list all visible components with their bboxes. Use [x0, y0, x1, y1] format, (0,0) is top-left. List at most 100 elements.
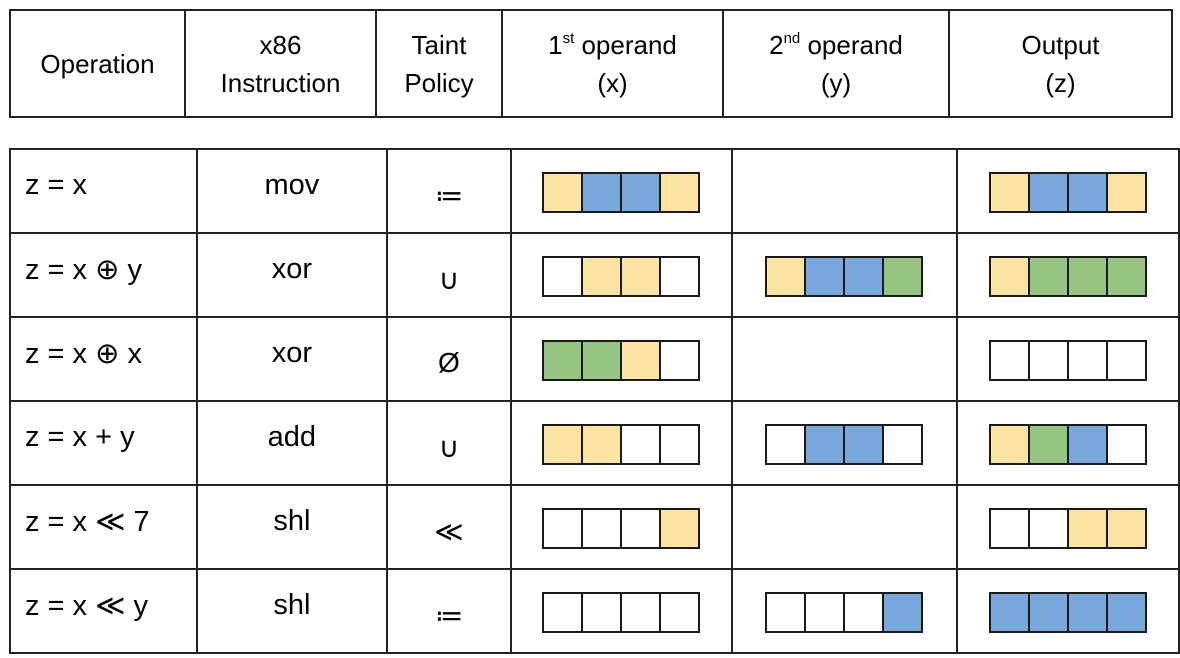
taint-byte — [581, 425, 621, 463]
op-cell: z = x ≪ 7 — [8, 484, 199, 570]
taint-byte — [659, 593, 699, 631]
header-policy: Taint Policy — [375, 9, 503, 118]
x-taint-bytes — [542, 423, 701, 465]
x-taint-bytes — [542, 339, 701, 381]
second-operand-ordinal: 2 — [769, 29, 784, 60]
taint-byte — [1105, 257, 1145, 295]
header-first-operand: 1st operand (x) — [501, 9, 724, 118]
first-operand-ordinal: 1 — [548, 29, 563, 60]
taint-byte — [990, 341, 1028, 379]
op-cell: z = x — [8, 148, 199, 234]
z-operand-cell — [955, 232, 1180, 318]
taint-byte — [1105, 509, 1145, 547]
instr-cell: xor — [196, 232, 388, 318]
taint-byte — [804, 257, 844, 295]
taint-byte — [767, 425, 805, 463]
second-operand-ordinal-suffix: nd — [783, 29, 801, 47]
policy-text: ≔ — [434, 599, 463, 631]
taint-byte — [882, 425, 922, 463]
table-row: z = x ≪ 7 shl ≪ — [8, 484, 1180, 570]
taint-byte — [544, 173, 582, 211]
op-cell: z = x ≪ y — [8, 568, 199, 654]
taint-byte — [1105, 341, 1145, 379]
op-text: z = x ≪ 7 — [25, 505, 150, 538]
header-operation-label: Operation — [40, 48, 155, 79]
header-output-line2: (z) — [1045, 67, 1076, 98]
taint-byte — [1027, 173, 1067, 211]
z-operand-cell — [955, 400, 1180, 486]
header-row: Operation x86 Instruction Taint Policy 1… — [9, 9, 1173, 118]
policy-cell: ≔ — [385, 568, 513, 654]
x-operand-cell — [510, 316, 733, 402]
x-operand-cell — [510, 400, 733, 486]
taint-byte — [990, 173, 1028, 211]
taint-byte — [1066, 173, 1106, 211]
taint-byte — [544, 257, 582, 295]
z-operand-cell — [955, 568, 1180, 654]
taint-byte — [1105, 593, 1145, 631]
x-operand-cell — [510, 232, 733, 318]
taint-byte — [1105, 173, 1145, 211]
instr-cell: shl — [196, 484, 388, 570]
taint-byte — [990, 425, 1028, 463]
instr-text: mov — [264, 168, 320, 201]
header-table: Operation x86 Instruction Taint Policy 1… — [9, 9, 1173, 118]
taint-byte — [1027, 341, 1067, 379]
table-row: z = x ⊕ y xor ∪ — [8, 232, 1180, 318]
instr-cell: xor — [196, 316, 388, 402]
policy-text: Ø — [438, 347, 460, 378]
header-second-operand: 2nd operand (y) — [722, 9, 950, 118]
header-second-operand-line1: 2nd operand — [724, 26, 948, 64]
taint-byte — [1027, 257, 1067, 295]
taint-byte — [843, 425, 883, 463]
y-operand-cell — [730, 232, 958, 318]
header-operation: Operation — [9, 9, 186, 118]
policy-text: ≪ — [434, 515, 464, 547]
x-operand-cell — [510, 568, 733, 654]
table-row: z = x ⊕ x xor Ø — [8, 316, 1180, 402]
op-text: z = x ⊕ x — [25, 337, 142, 370]
z-operand-cell — [955, 148, 1180, 234]
instr-cell: add — [196, 400, 388, 486]
op-cell: z = x ⊕ y — [8, 232, 199, 318]
header-instruction: x86 Instruction — [184, 9, 377, 118]
taint-byte — [1066, 509, 1106, 547]
policy-cell: ≔ — [385, 148, 513, 234]
taint-byte — [620, 593, 660, 631]
taint-byte — [1066, 593, 1106, 631]
second-operand-word: operand — [800, 29, 903, 60]
taint-byte — [843, 257, 883, 295]
header-output: Output (z) — [948, 9, 1173, 118]
taint-byte — [620, 341, 660, 379]
instr-text: xor — [271, 252, 313, 285]
policy-cell: ∪ — [385, 232, 513, 318]
taint-byte — [804, 425, 844, 463]
y-operand-cell — [730, 568, 958, 654]
taint-byte — [1027, 425, 1067, 463]
z-operand-cell — [955, 316, 1180, 402]
header-instruction-line1: x86 — [259, 29, 302, 60]
y-operand-cell — [730, 148, 958, 234]
first-operand-ordinal-suffix: st — [562, 29, 575, 47]
taint-byte — [1105, 425, 1145, 463]
instr-cell: shl — [196, 568, 388, 654]
taint-byte — [544, 593, 582, 631]
header-first-operand-var: (x) — [597, 67, 628, 98]
taint-byte — [1027, 509, 1067, 547]
taint-byte — [843, 593, 883, 631]
op-text: z = x + y — [25, 420, 135, 453]
x-operand-cell — [510, 148, 733, 234]
z-taint-bytes — [988, 171, 1147, 213]
header-policy-line1: Taint — [411, 29, 467, 60]
taint-byte — [804, 593, 844, 631]
taint-byte — [1027, 593, 1067, 631]
op-text: z = x ⊕ y — [25, 253, 142, 286]
taint-byte — [581, 257, 621, 295]
taint-byte — [544, 341, 582, 379]
op-text: z = x — [25, 168, 88, 201]
x-taint-bytes — [542, 591, 701, 633]
taint-byte — [990, 593, 1028, 631]
instr-cell: mov — [196, 148, 388, 234]
